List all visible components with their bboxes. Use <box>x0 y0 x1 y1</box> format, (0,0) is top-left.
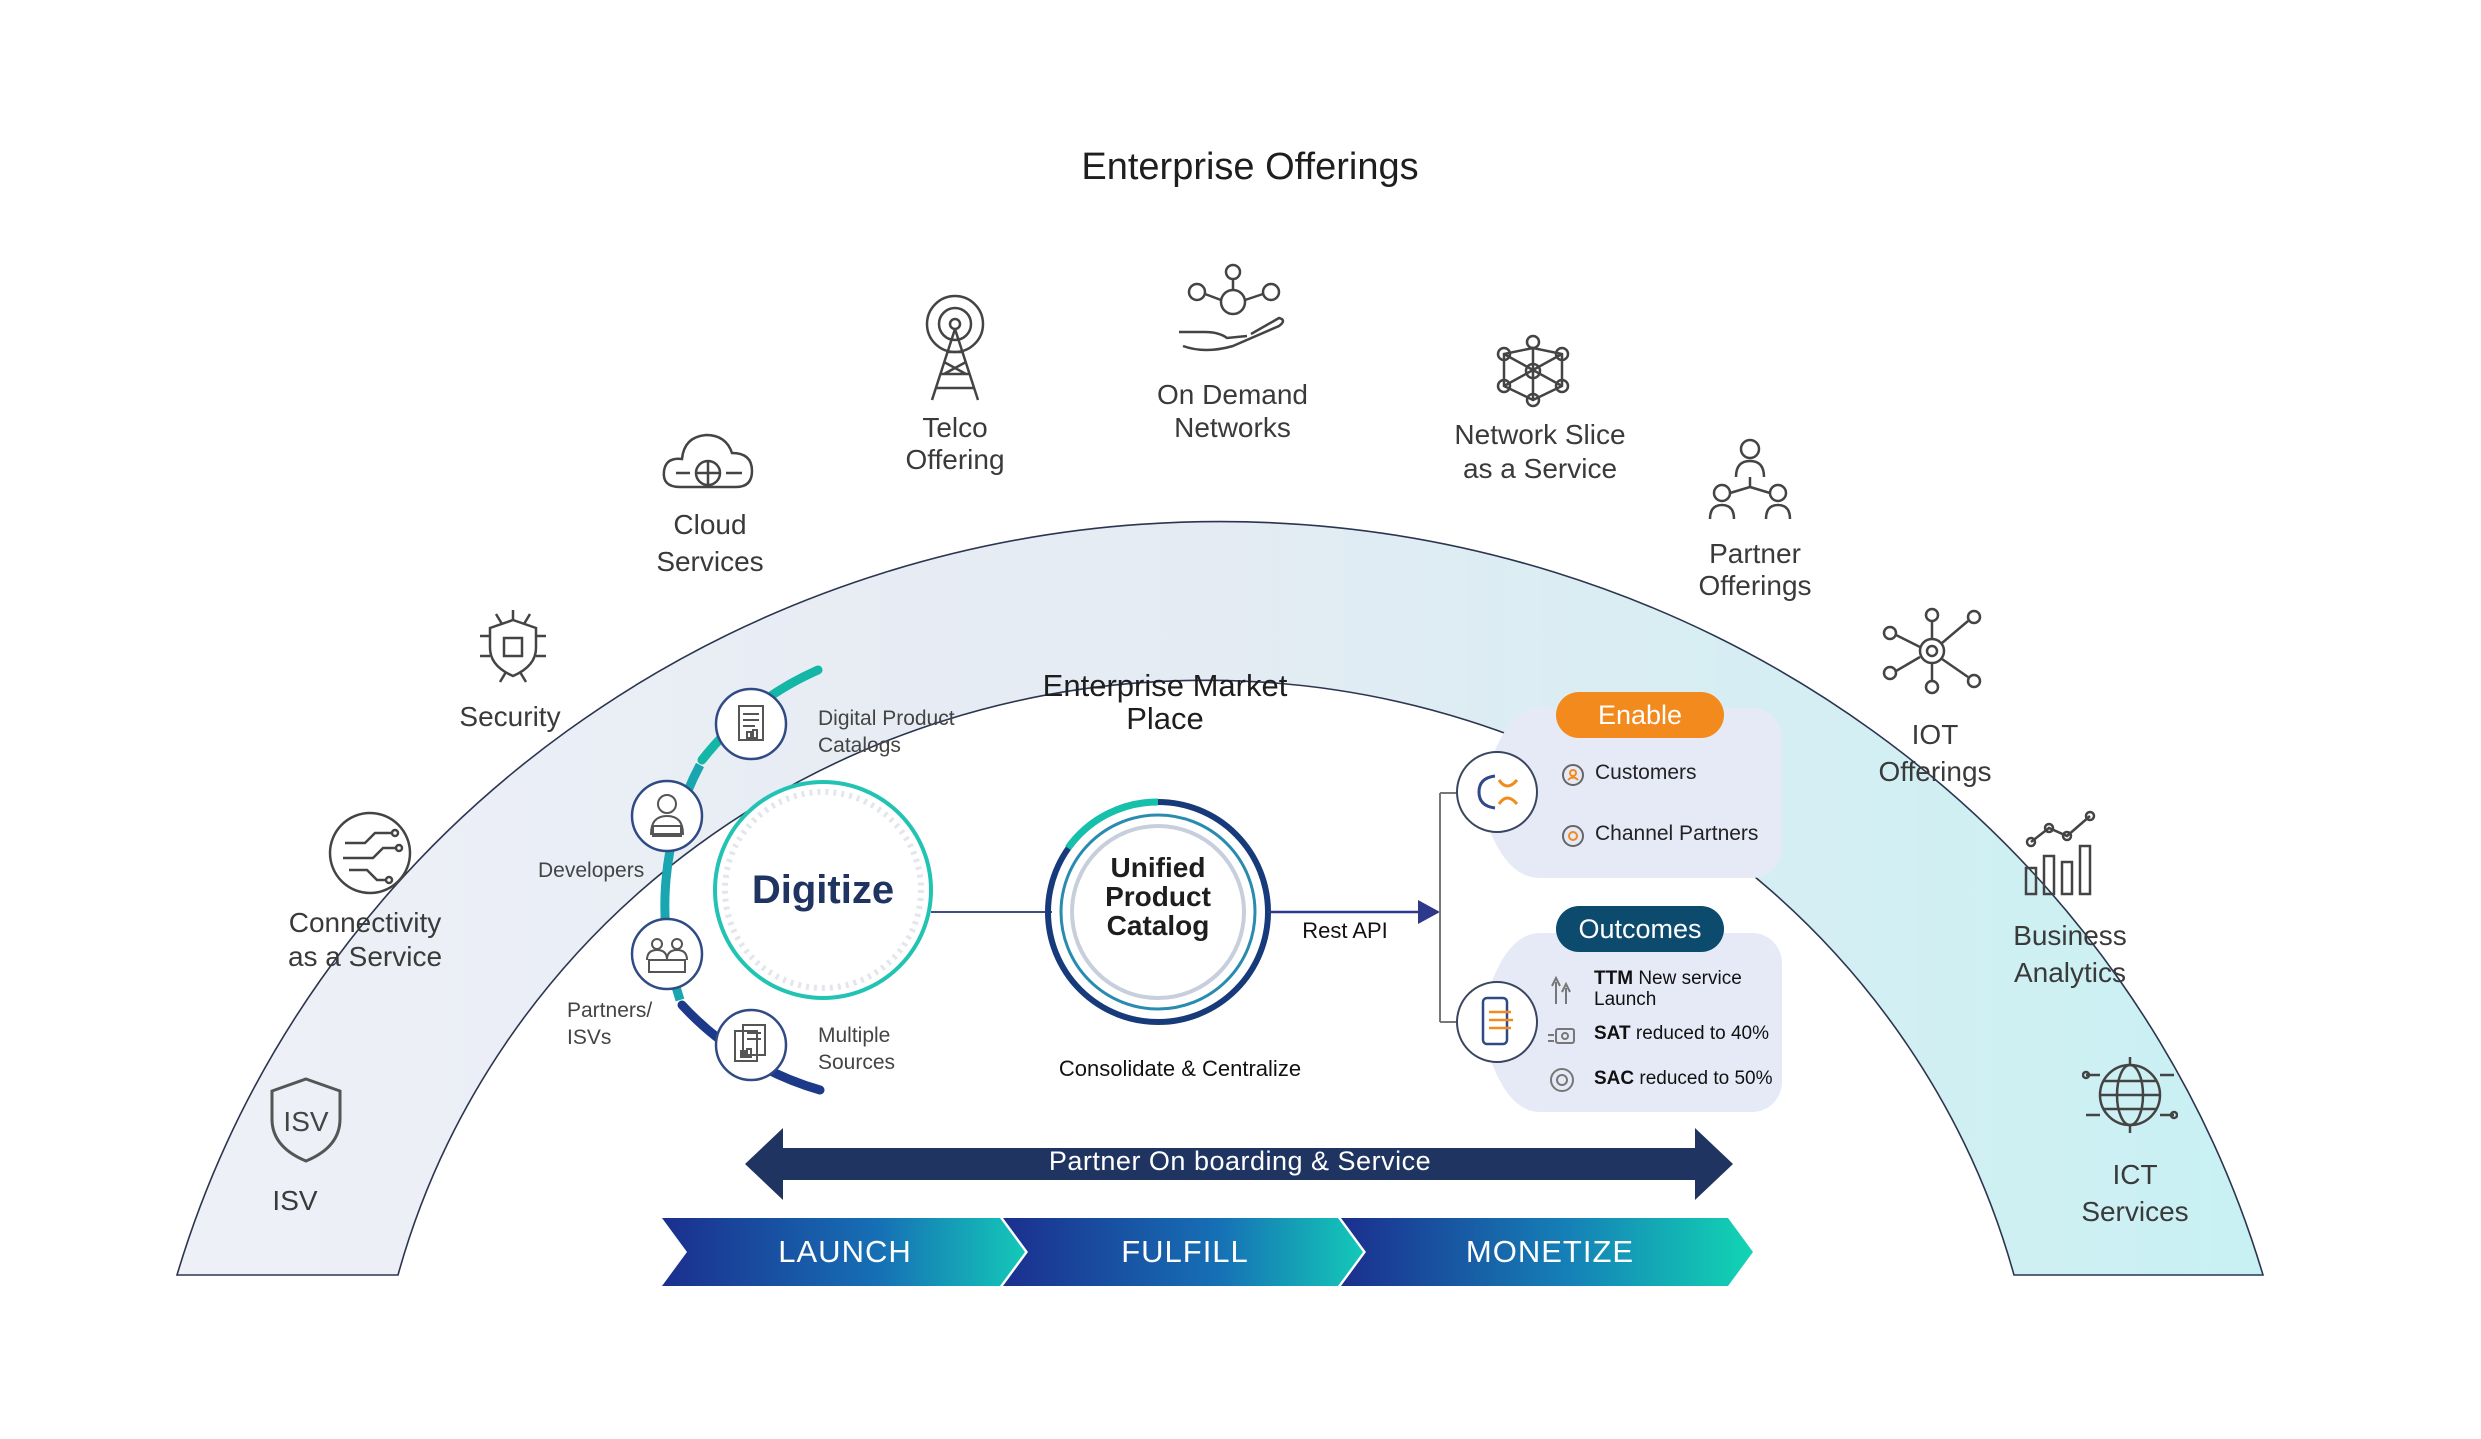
iot-hub-icon <box>1880 607 1984 695</box>
rest-api-label: Rest API <box>1302 918 1388 943</box>
sac-coin-icon <box>1548 1066 1576 1094</box>
cloud-icon <box>660 425 756 497</box>
isv-shield-icon: ISV <box>266 1075 346 1165</box>
enable-pill: Enable <box>1556 692 1724 738</box>
page-title: Enterprise Offerings <box>1081 146 1419 188</box>
partners-isvs-label: Partners/ISVs <box>567 999 653 1049</box>
connectivity-icon <box>325 808 415 898</box>
cx-logo-icon <box>1473 768 1521 816</box>
sat-outcome: SAT reduced to 40% <box>1594 1023 1769 1044</box>
consolidate-label: Consolidate & Centralize <box>1058 1056 1302 1081</box>
stage-monetize: MONETIZE <box>1465 1234 1635 1269</box>
mobile-settings-icon <box>1475 996 1519 1048</box>
partner-icon <box>1706 437 1794 523</box>
channel-partners-icon <box>1560 823 1586 849</box>
isv-badge-text: ISV <box>283 1106 328 1137</box>
digital-catalog-icon <box>713 686 789 762</box>
ttm-growth-icon <box>1548 972 1574 1006</box>
on-demand-network-icon <box>1175 262 1291 358</box>
partner-onboarding-label: Partner On boarding & Service <box>1048 1146 1432 1176</box>
channel-partners-label: Channel Partners <box>1595 822 1759 845</box>
customers-icon <box>1560 762 1586 788</box>
network-slice-icon <box>1490 334 1576 408</box>
security-label: Security <box>459 701 561 732</box>
developer-icon <box>629 778 705 854</box>
tower-icon <box>920 292 990 404</box>
developers-label: Developers <box>538 859 645 882</box>
globe-network-icon <box>2082 1055 2178 1135</box>
sat-money-icon <box>1546 1023 1576 1051</box>
customers-label: Customers <box>1595 761 1697 784</box>
ttm-outcome: TTM New service Launch <box>1594 968 1742 1010</box>
multiple-sources-icon <box>713 1007 789 1083</box>
stage-launch: LAUNCH <box>778 1234 912 1269</box>
digitize-label: Digitize <box>751 868 895 912</box>
security-chip-icon <box>470 606 556 692</box>
analytics-chart-icon <box>2020 806 2110 896</box>
stage-fulfill: FULFILL <box>1121 1234 1249 1269</box>
isv-label: ISV <box>272 1185 318 1216</box>
partners-isv-icon <box>629 916 705 992</box>
outcomes-pill: Outcomes <box>1556 906 1724 952</box>
sac-outcome: SAC reduced to 50% <box>1594 1068 1773 1089</box>
